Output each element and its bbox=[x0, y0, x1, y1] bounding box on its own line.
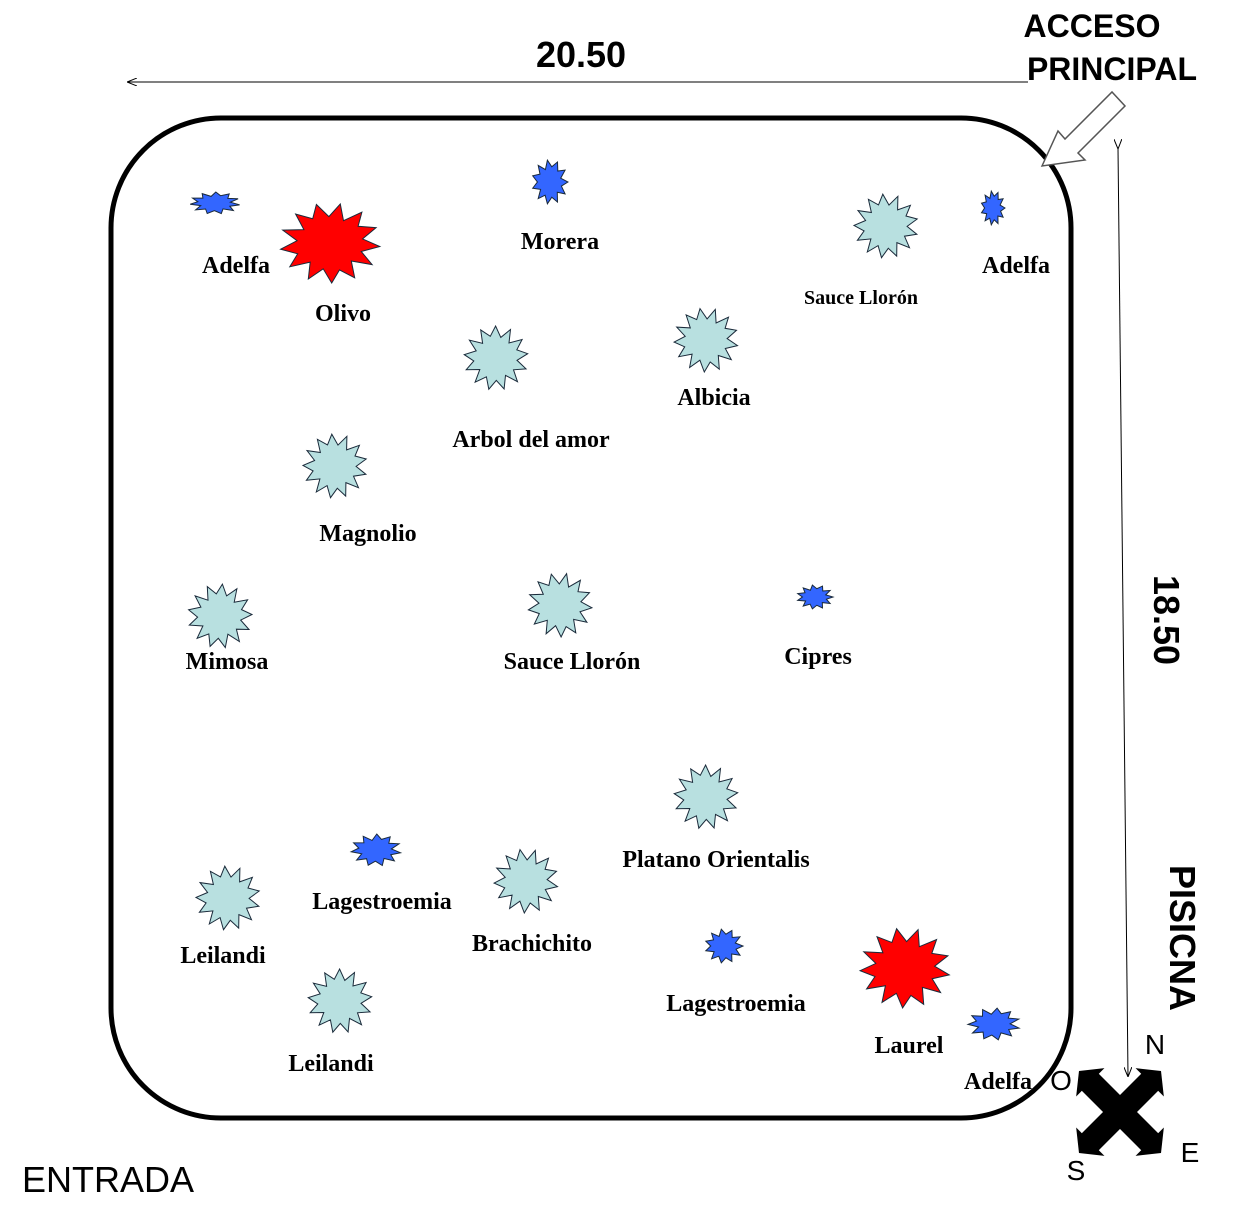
plant-label: Platano Orientalis bbox=[622, 847, 809, 873]
plant-medium-icon bbox=[194, 865, 261, 931]
plant-shrub: Lagestroemia bbox=[312, 833, 452, 915]
plant-label: Olivo bbox=[315, 301, 371, 327]
plant-label: Sauce Llorón bbox=[504, 649, 641, 675]
plant-medium: Arbol del amor bbox=[452, 324, 610, 453]
plot-boundary bbox=[108, 115, 1074, 1121]
plant-label: Lagestroemia bbox=[666, 991, 806, 1017]
plant-label: Leilandi bbox=[180, 943, 266, 969]
plant-large-icon bbox=[858, 927, 951, 1009]
compass-west: O bbox=[1050, 1065, 1072, 1096]
compass-north: N bbox=[1145, 1029, 1165, 1060]
plant-medium: Leilandi bbox=[288, 967, 374, 1077]
plant-label: Cipres bbox=[784, 644, 852, 670]
plant-shrub-icon bbox=[966, 1007, 1021, 1041]
plant-shrub: Lagestroemia bbox=[666, 928, 806, 1017]
plant-label: Morera bbox=[521, 229, 599, 255]
plant-label: Magnolio bbox=[319, 521, 416, 547]
height-dimension-label: 18.50 bbox=[1146, 575, 1187, 665]
plant-medium: Brachichito bbox=[472, 848, 592, 957]
plant-medium-icon bbox=[492, 848, 559, 915]
plant-medium: Leilandi bbox=[180, 865, 266, 969]
compass-east: E bbox=[1181, 1137, 1200, 1168]
plant-medium: Sauce Llorón bbox=[804, 193, 919, 309]
plant-shrub: Adelfa bbox=[190, 191, 270, 279]
compass-rose-icon bbox=[1076, 1068, 1164, 1156]
compass-south: S bbox=[1067, 1155, 1086, 1186]
pool-label: PISICNA bbox=[1162, 865, 1203, 1011]
plant-large: Laurel bbox=[858, 927, 951, 1059]
plant-shrub-icon bbox=[704, 928, 745, 964]
plant-medium: Sauce Llorón bbox=[504, 572, 641, 675]
plant-label: Adelfa bbox=[202, 253, 270, 279]
main-access-arrow-icon bbox=[1040, 90, 1127, 167]
plant-shrub-icon bbox=[349, 833, 403, 867]
main-access-label-line1: ACCESO bbox=[1024, 8, 1161, 44]
plant-shrub: Cipres bbox=[784, 584, 852, 670]
plant-medium-icon bbox=[307, 967, 373, 1034]
plant-shrub: Adelfa bbox=[980, 189, 1050, 279]
plant-shrub-icon bbox=[190, 191, 240, 215]
plant-shrub: Morera bbox=[521, 158, 599, 255]
plant-medium-icon bbox=[463, 324, 529, 391]
plant-medium: Albicia bbox=[672, 307, 751, 411]
plant-large: Olivo bbox=[279, 202, 382, 327]
plant-medium: Platano Orientalis bbox=[622, 763, 810, 873]
plant-large-icon bbox=[279, 202, 382, 284]
plant-medium-icon bbox=[187, 582, 254, 649]
plant-label: Leilandi bbox=[288, 1051, 374, 1077]
height-dimension-line bbox=[1118, 148, 1128, 1076]
plant-shrub-icon bbox=[980, 189, 1006, 227]
plant-label: Albicia bbox=[677, 385, 750, 411]
plant-shrub: Adelfa bbox=[964, 1007, 1032, 1095]
plant-label: Lagestroemia bbox=[312, 889, 452, 915]
plant-medium: Mimosa bbox=[186, 582, 269, 675]
plant-label: Sauce Llorón bbox=[804, 287, 918, 309]
plant-label: Arbol del amor bbox=[452, 427, 610, 453]
plant-medium-icon bbox=[673, 763, 739, 830]
plant-label: Adelfa bbox=[964, 1069, 1032, 1095]
plant-label: Mimosa bbox=[186, 649, 269, 675]
plant-medium-icon bbox=[852, 193, 919, 259]
plant-medium-icon bbox=[527, 572, 594, 639]
plant-label: Brachichito bbox=[472, 931, 592, 957]
entrance-label: ENTRADA bbox=[22, 1159, 194, 1200]
plant-medium: Magnolio bbox=[301, 433, 417, 547]
plant-label: Adelfa bbox=[982, 253, 1050, 279]
plant-label: Laurel bbox=[875, 1033, 944, 1059]
plant-medium-icon bbox=[301, 433, 368, 499]
plant-shrub-icon bbox=[796, 584, 835, 610]
width-dimension-label: 20.50 bbox=[536, 34, 626, 75]
main-access-label-line2: PRINCIPAL bbox=[1027, 51, 1197, 87]
plant-medium-icon bbox=[672, 307, 739, 374]
plant-shrub-icon bbox=[531, 158, 570, 205]
